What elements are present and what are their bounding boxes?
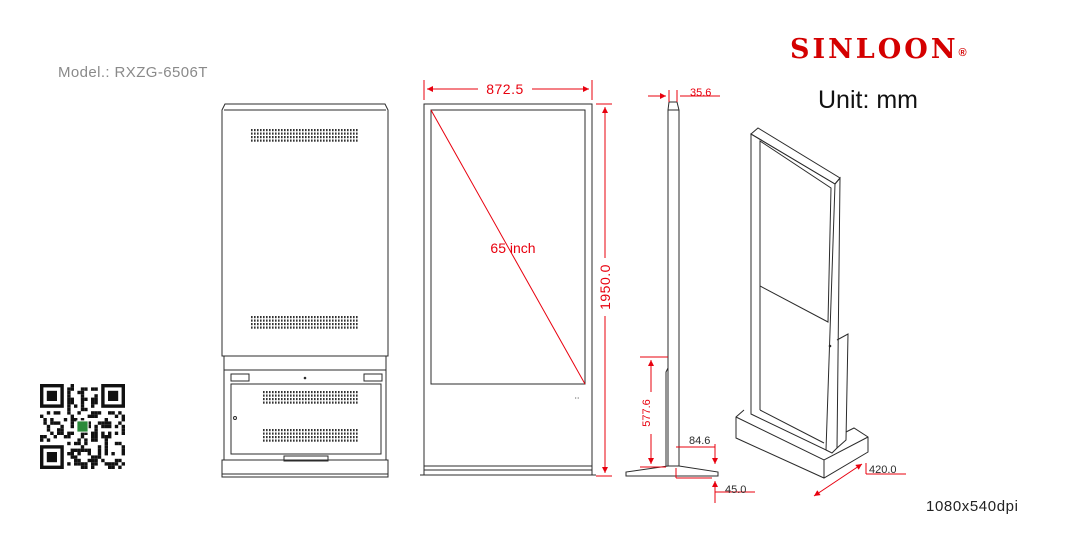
back-access-door [230, 383, 382, 455]
persp-top [750, 127, 841, 185]
persp-screen [759, 140, 832, 323]
front-bezel [423, 103, 593, 471]
side-body [667, 101, 680, 467]
base-offset-label: 45.0 [725, 484, 746, 496]
side-base [625, 465, 719, 477]
front-dimensions [423, 80, 612, 477]
depth-top-label: 35.6 [690, 87, 711, 99]
screen-size-label: 65 inch [490, 240, 535, 256]
perspective-view [735, 127, 869, 479]
screen-diagonal [430, 109, 586, 385]
persp-base [735, 409, 869, 479]
side-view [625, 101, 719, 477]
back-view [221, 103, 389, 478]
base-thickness-label: 84.6 [689, 435, 710, 447]
height-label: 1950.0 [597, 264, 613, 310]
unit-label: Unit: mm [818, 86, 918, 114]
brand-logo: SINLOON® [790, 34, 967, 65]
back-upper-panel [221, 103, 389, 357]
perspective-dimensions [813, 463, 906, 497]
resolution-label: 1080x540dpi [926, 498, 1019, 515]
base-depth-label: 420.0 [869, 464, 897, 476]
front-view: • • [420, 103, 596, 476]
qr-code-icon [40, 384, 125, 469]
svg-text:• •: • • [575, 395, 580, 400]
back-ports [283, 455, 329, 462]
back-base [221, 459, 389, 475]
side-dimensions [640, 90, 755, 503]
back-lower-cabinet [223, 355, 387, 461]
front-screen [430, 109, 586, 385]
back-vents [251, 129, 358, 442]
base-height-label: 577.6 [641, 399, 653, 427]
registered-mark: ® [958, 47, 967, 59]
brand-name: SINLOON [790, 34, 959, 65]
persp-frame [750, 133, 836, 451]
model-label: Model.: RXZG-6506T [58, 64, 208, 81]
width-label: 872.5 [486, 81, 524, 97]
